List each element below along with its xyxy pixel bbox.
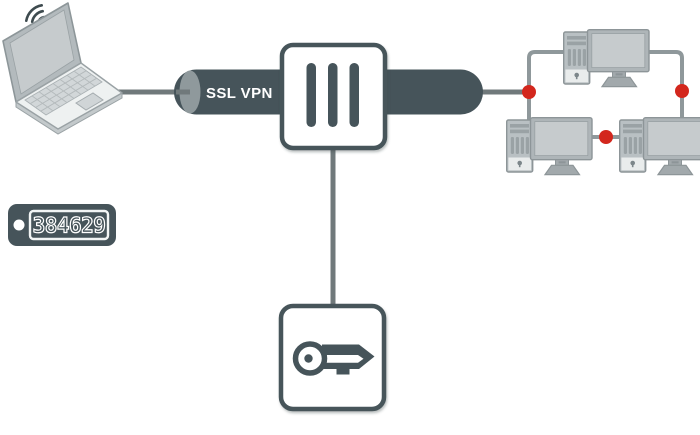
laptop-touchpad [75, 92, 104, 111]
network-node-icon [522, 85, 536, 99]
key-icon [292, 341, 375, 376]
otp-token: 384629 [8, 204, 116, 246]
token-hole [13, 219, 25, 231]
token-display [28, 209, 110, 241]
workstation-icon-bottom-left [506, 116, 593, 176]
otp-token-icon [8, 204, 116, 246]
firewall-node [279, 42, 388, 151]
workstation-icon-bottom-right [619, 116, 700, 176]
token-code: 384629 [33, 214, 106, 238]
workstation-icon-top [563, 29, 650, 88]
tunnel-label: SSL VPN [206, 85, 273, 102]
network-node-icon [675, 84, 689, 98]
key-node [278, 303, 387, 412]
laptop-icon [2, 2, 123, 135]
laptop-keyboard [24, 66, 103, 116]
firewall-icon [306, 63, 359, 127]
network-node-icon [599, 130, 613, 144]
laptop-client [2, 2, 193, 135]
